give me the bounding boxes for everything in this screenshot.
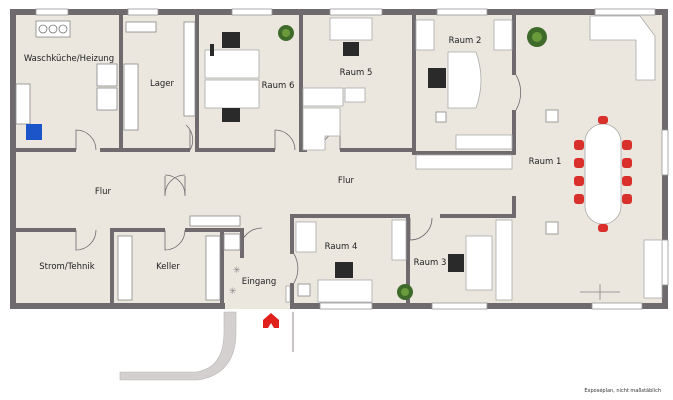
label-raum1: Raum 1: [529, 157, 562, 167]
plant-raum1: [527, 27, 547, 47]
raum6-desks: [204, 32, 260, 122]
laundry-machines: [96, 63, 118, 111]
entrance-marker-icon: [258, 310, 284, 332]
lager-shelves: [123, 21, 196, 131]
entrance-area: ✳ ✳: [229, 266, 291, 303]
raum3-furniture: [391, 219, 513, 301]
label-flur-center: Flur: [338, 176, 355, 186]
label-raum4: Raum 4: [325, 242, 358, 252]
svg-text:✳: ✳: [229, 287, 237, 297]
label-lager: Lager: [150, 79, 175, 89]
interior-walls: [16, 15, 516, 304]
flur-furniture: [189, 215, 241, 227]
label-strom: Strom/Tehnik: [39, 262, 94, 272]
label-raum2: Raum 2: [449, 36, 482, 46]
washer-dryer-row: [35, 20, 71, 38]
boiler: [26, 124, 42, 140]
label-raum3: Raum 3: [414, 258, 447, 268]
raum2-furniture: [415, 19, 513, 170]
utility-sink: [15, 83, 31, 125]
label-keller: Keller: [156, 262, 180, 272]
raum1-furniture: [527, 15, 663, 300]
keller-shelves: [117, 233, 241, 301]
entrance-path: [119, 311, 237, 381]
raum4-furniture: [295, 221, 373, 303]
conference-chairs: [574, 116, 632, 232]
plant-raum6: [278, 25, 294, 41]
raum5-furniture: [302, 17, 373, 151]
label-waschkueche: Waschküche/Heizung: [24, 54, 114, 64]
label-flur-left: Flur: [95, 187, 112, 197]
label-raum5: Raum 5: [340, 68, 373, 78]
conference-table: [584, 123, 622, 225]
label-raum6: Raum 6: [262, 81, 295, 91]
windows: [35, 8, 669, 310]
plant-raum3: [397, 284, 413, 300]
svg-text:✳: ✳: [233, 266, 241, 276]
plan-note: Exposéplan, nicht maßstäblich: [584, 388, 661, 394]
label-eingang: Eingang: [242, 277, 277, 287]
